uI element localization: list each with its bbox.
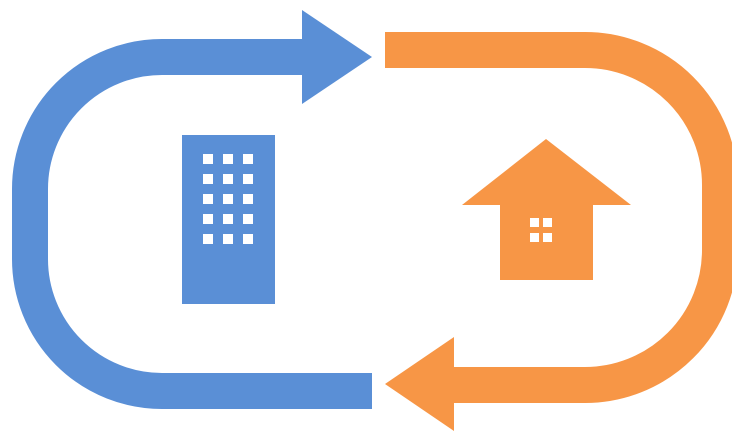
blue-arrow-body <box>12 39 372 409</box>
building-window <box>203 234 213 244</box>
house-roof <box>462 139 631 205</box>
building-window <box>223 234 233 244</box>
building-window <box>243 194 253 204</box>
building-window <box>243 234 253 244</box>
building-window <box>203 194 213 204</box>
blue-arrow-head <box>302 10 372 104</box>
orange-cycle-arrow-icon <box>385 32 732 431</box>
building-windows <box>203 154 253 244</box>
building-window <box>243 214 253 224</box>
orange-arrow-head <box>385 337 454 431</box>
building-window <box>223 154 233 164</box>
building-window <box>223 174 233 184</box>
building-window <box>203 174 213 184</box>
building-window <box>203 154 213 164</box>
orange-arrow-body <box>385 32 732 403</box>
building-window <box>223 194 233 204</box>
blue-cycle-arrow-icon <box>12 10 372 409</box>
building-window <box>243 174 253 184</box>
building-window <box>243 154 253 164</box>
house-icon <box>462 139 631 280</box>
office-building-icon <box>182 135 275 304</box>
house-window <box>530 218 552 242</box>
building-window <box>223 214 233 224</box>
building-window <box>203 214 213 224</box>
